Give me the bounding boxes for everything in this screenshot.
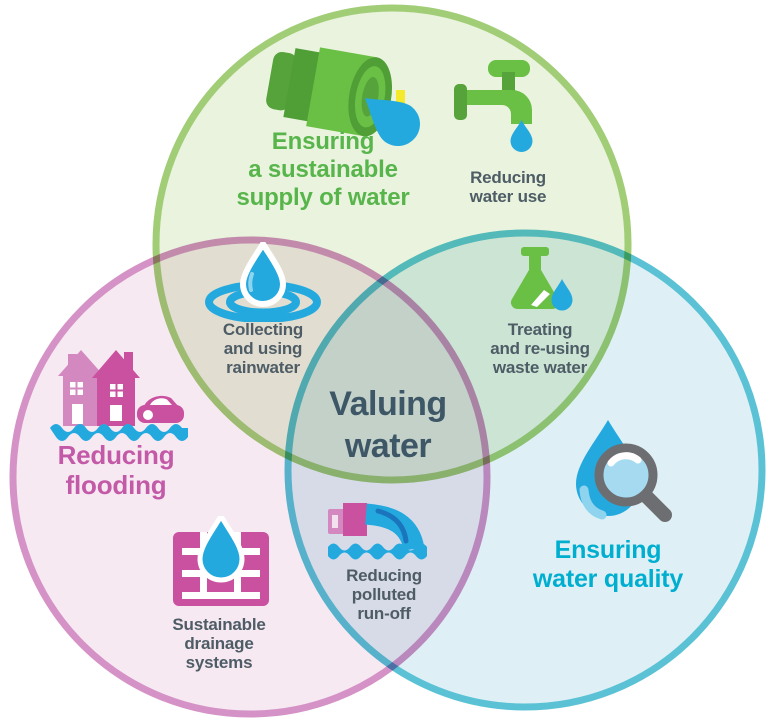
- brick-wall-drop-icon: [173, 516, 269, 606]
- sustainable-drainage-label: Sustainable drainage systems: [172, 615, 266, 673]
- collecting-rainwater-label: Collecting and using rainwater: [222, 320, 304, 378]
- tap-icon: [454, 60, 533, 152]
- flooding-circle-label: Reducing flooding: [57, 440, 175, 500]
- outflow-pipe-icon: [328, 503, 427, 560]
- treating-waste-water-label: Treating and re-using waste water: [490, 320, 590, 378]
- valuing-water-center-label: Valuing water: [329, 385, 447, 466]
- supply-circle-label: Ensuring a sustainable supply of water: [236, 128, 410, 212]
- flooded-houses-icon: [50, 350, 188, 441]
- flask-icon: [510, 247, 573, 311]
- magnifier-drop-icon: [576, 420, 672, 522]
- reducing-runoff-label: Reducing polluted run-off: [346, 566, 422, 624]
- quality-circle-label: Ensuring water quality: [532, 536, 684, 593]
- water-drop-ripple-icon: [205, 242, 321, 322]
- pouring-bucket-icon: [266, 47, 420, 146]
- reducing-water-use-label: Reducing water use: [469, 168, 547, 207]
- venn-circle-quality: [284, 229, 766, 711]
